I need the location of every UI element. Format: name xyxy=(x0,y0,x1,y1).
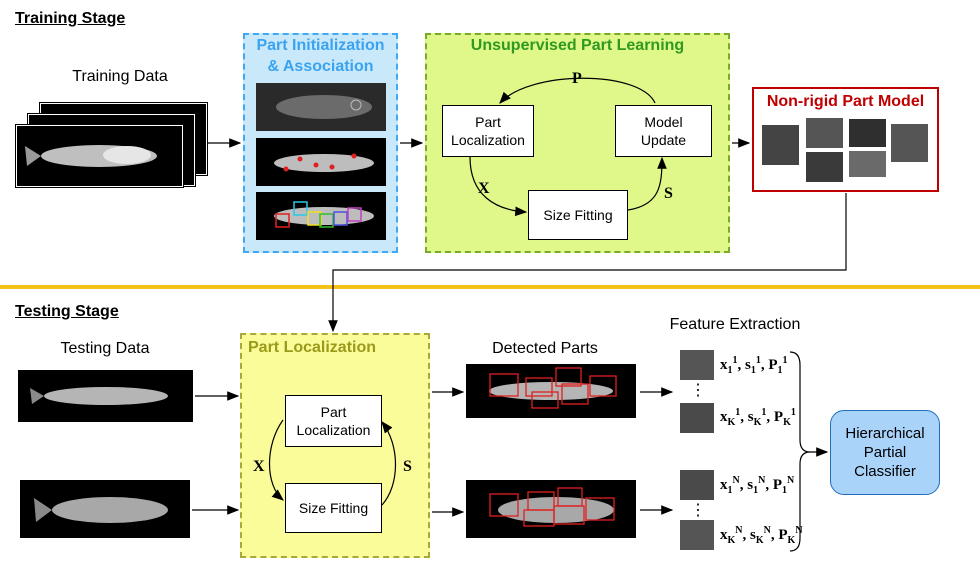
feature-thumb-1 xyxy=(680,350,714,380)
training-data-label: Training Data xyxy=(72,68,168,85)
classifier-line2: Partial xyxy=(863,444,907,461)
part-thumb-fin xyxy=(806,118,843,148)
testing-fish-1 xyxy=(30,387,168,405)
detected-parts-image-2 xyxy=(466,480,636,538)
part-thumb-body xyxy=(849,151,886,177)
train-part-localization-line1: Part xyxy=(475,114,501,130)
testing-stage-title: Testing Stage xyxy=(15,303,119,320)
arrow-model-to-localization xyxy=(328,193,847,333)
keypoint-image xyxy=(256,138,386,186)
classifier-line1: Hierarchical xyxy=(845,425,925,442)
arrow-test-s-loop xyxy=(381,421,397,506)
part-thumb-tail xyxy=(762,125,799,165)
feature-row-n1: x1N, s1N, P1N xyxy=(720,475,795,496)
train-x-label: X xyxy=(478,180,490,197)
feature-vdots-2: ⋮ xyxy=(690,502,706,519)
arrow-test-x-loop xyxy=(268,419,284,501)
hierarchical-partial-classifier: Hierarchical Partial Classifier xyxy=(830,410,940,495)
train-part-localization-line2: Localization xyxy=(451,132,525,148)
arrow-p-loop xyxy=(499,77,656,104)
unsupervised-learning-title: Unsupervised Part Learning xyxy=(470,37,685,54)
test-x-label: X xyxy=(253,458,265,475)
saliency-fish xyxy=(276,95,372,119)
test-s-label: S xyxy=(403,458,412,475)
detected-fish-1 xyxy=(489,367,617,409)
detected-parts-label: Detected Parts xyxy=(492,340,598,357)
feature-thumb-k xyxy=(680,403,714,433)
saliency-image xyxy=(256,83,386,131)
feature-brace xyxy=(789,351,811,552)
part-initialization-title-line1: Part Initialization xyxy=(256,37,385,54)
feature-row-nk: xKN, sKN, PKN xyxy=(720,525,803,546)
train-size-fitting-node: Size Fitting xyxy=(528,190,628,240)
feature-extraction-label: Feature Extraction xyxy=(669,316,801,333)
fish-figure xyxy=(25,145,157,167)
test-part-localization-line1: Part xyxy=(320,404,347,420)
train-s-label: S xyxy=(664,185,673,202)
arrow-s-loop xyxy=(627,156,667,211)
detected-parts-image-1 xyxy=(466,364,636,418)
feature-vdots-1: ⋮ xyxy=(690,382,706,399)
testing-fish-2 xyxy=(34,497,168,523)
part-localization-title: Part Localization xyxy=(248,339,377,356)
training-stage-title: Training Stage xyxy=(15,10,126,27)
feature-thumb-n1 xyxy=(680,470,714,500)
model-update-line2: Update xyxy=(640,132,687,148)
detected-fish-2 xyxy=(489,487,615,527)
test-part-localization-line2: Localization xyxy=(296,422,371,438)
testing-image-2 xyxy=(20,480,190,538)
non-rigid-part-model-title: Non-rigid Part Model xyxy=(766,93,925,110)
testing-image-1 xyxy=(18,370,193,422)
classifier-line3: Classifier xyxy=(854,463,916,480)
stage-divider xyxy=(0,285,980,289)
initial-parts-fish xyxy=(274,201,374,228)
feature-row-1: x11, s11, P11 xyxy=(720,355,788,376)
feature-thumb-nk xyxy=(680,520,714,550)
feature-row-k: xK1, sK1, PK1 xyxy=(720,407,796,428)
part-thumb-dorsal xyxy=(849,119,886,147)
arrow-x-loop xyxy=(469,156,528,217)
test-size-fitting-node: Size Fitting xyxy=(285,483,382,533)
model-update-line1: Model xyxy=(644,114,683,130)
part-initialization-title: Part Initialization & Association xyxy=(243,35,398,77)
part-initialization-title-line2: & Association xyxy=(267,58,374,75)
initial-parts-image xyxy=(256,192,386,240)
part-thumb-belly xyxy=(806,152,843,182)
training-image-front xyxy=(16,125,183,187)
keypoint-fish xyxy=(274,153,374,172)
testing-data-label: Testing Data xyxy=(60,340,150,357)
part-thumb-head xyxy=(891,124,928,162)
